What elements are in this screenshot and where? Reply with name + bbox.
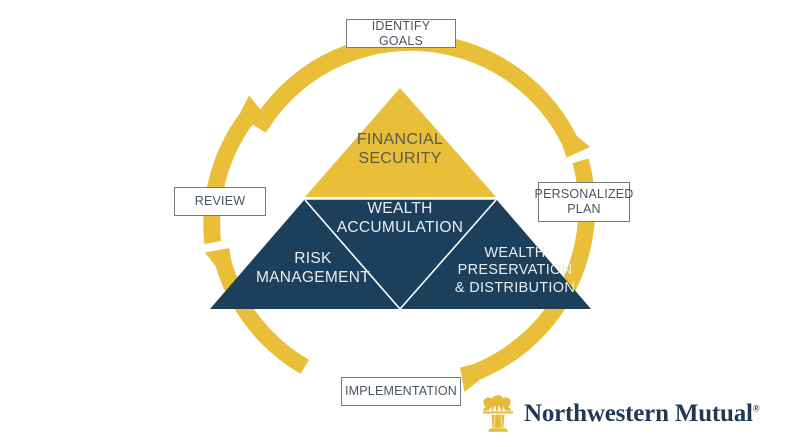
column-capital-icon xyxy=(482,395,513,432)
ring-segment-right-bottom xyxy=(473,158,596,380)
triangle-segment-wealth-preservation xyxy=(400,199,591,309)
brand-logo: Northwestern Mutual® xyxy=(478,392,778,436)
ring-segment-left-top xyxy=(203,113,254,244)
brand-wordmark: Northwestern Mutual® xyxy=(524,400,760,428)
ring-segment-top-right xyxy=(251,33,577,145)
triangle-segment-financial-security xyxy=(305,88,496,197)
ring-arrowhead-left xyxy=(205,248,232,266)
triangle-segment-wealth-accumulation xyxy=(305,199,496,309)
cycle-step-personalized-plan[interactable]: PERSONALIZED PLAN xyxy=(535,182,633,222)
ring-arrowhead-top-left xyxy=(239,95,265,124)
cycle-step-implementation[interactable]: IMPLEMENTATION xyxy=(341,377,461,406)
brand-name: Northwestern Mutual xyxy=(524,400,753,427)
ring-arrowhead-bottom-right xyxy=(460,364,480,392)
cycle-step-review[interactable]: REVIEW xyxy=(174,187,266,216)
triangle-divider-left xyxy=(304,199,401,310)
central-triangle xyxy=(210,88,591,310)
triangle-divider-right xyxy=(399,199,497,310)
cycle-step-identify-goals[interactable]: IDENTIFY GOALS xyxy=(346,19,456,48)
brand-trademark: ® xyxy=(752,403,760,414)
ring-arrowhead-right xyxy=(561,136,590,158)
triangle-segment-risk-management xyxy=(210,199,400,309)
